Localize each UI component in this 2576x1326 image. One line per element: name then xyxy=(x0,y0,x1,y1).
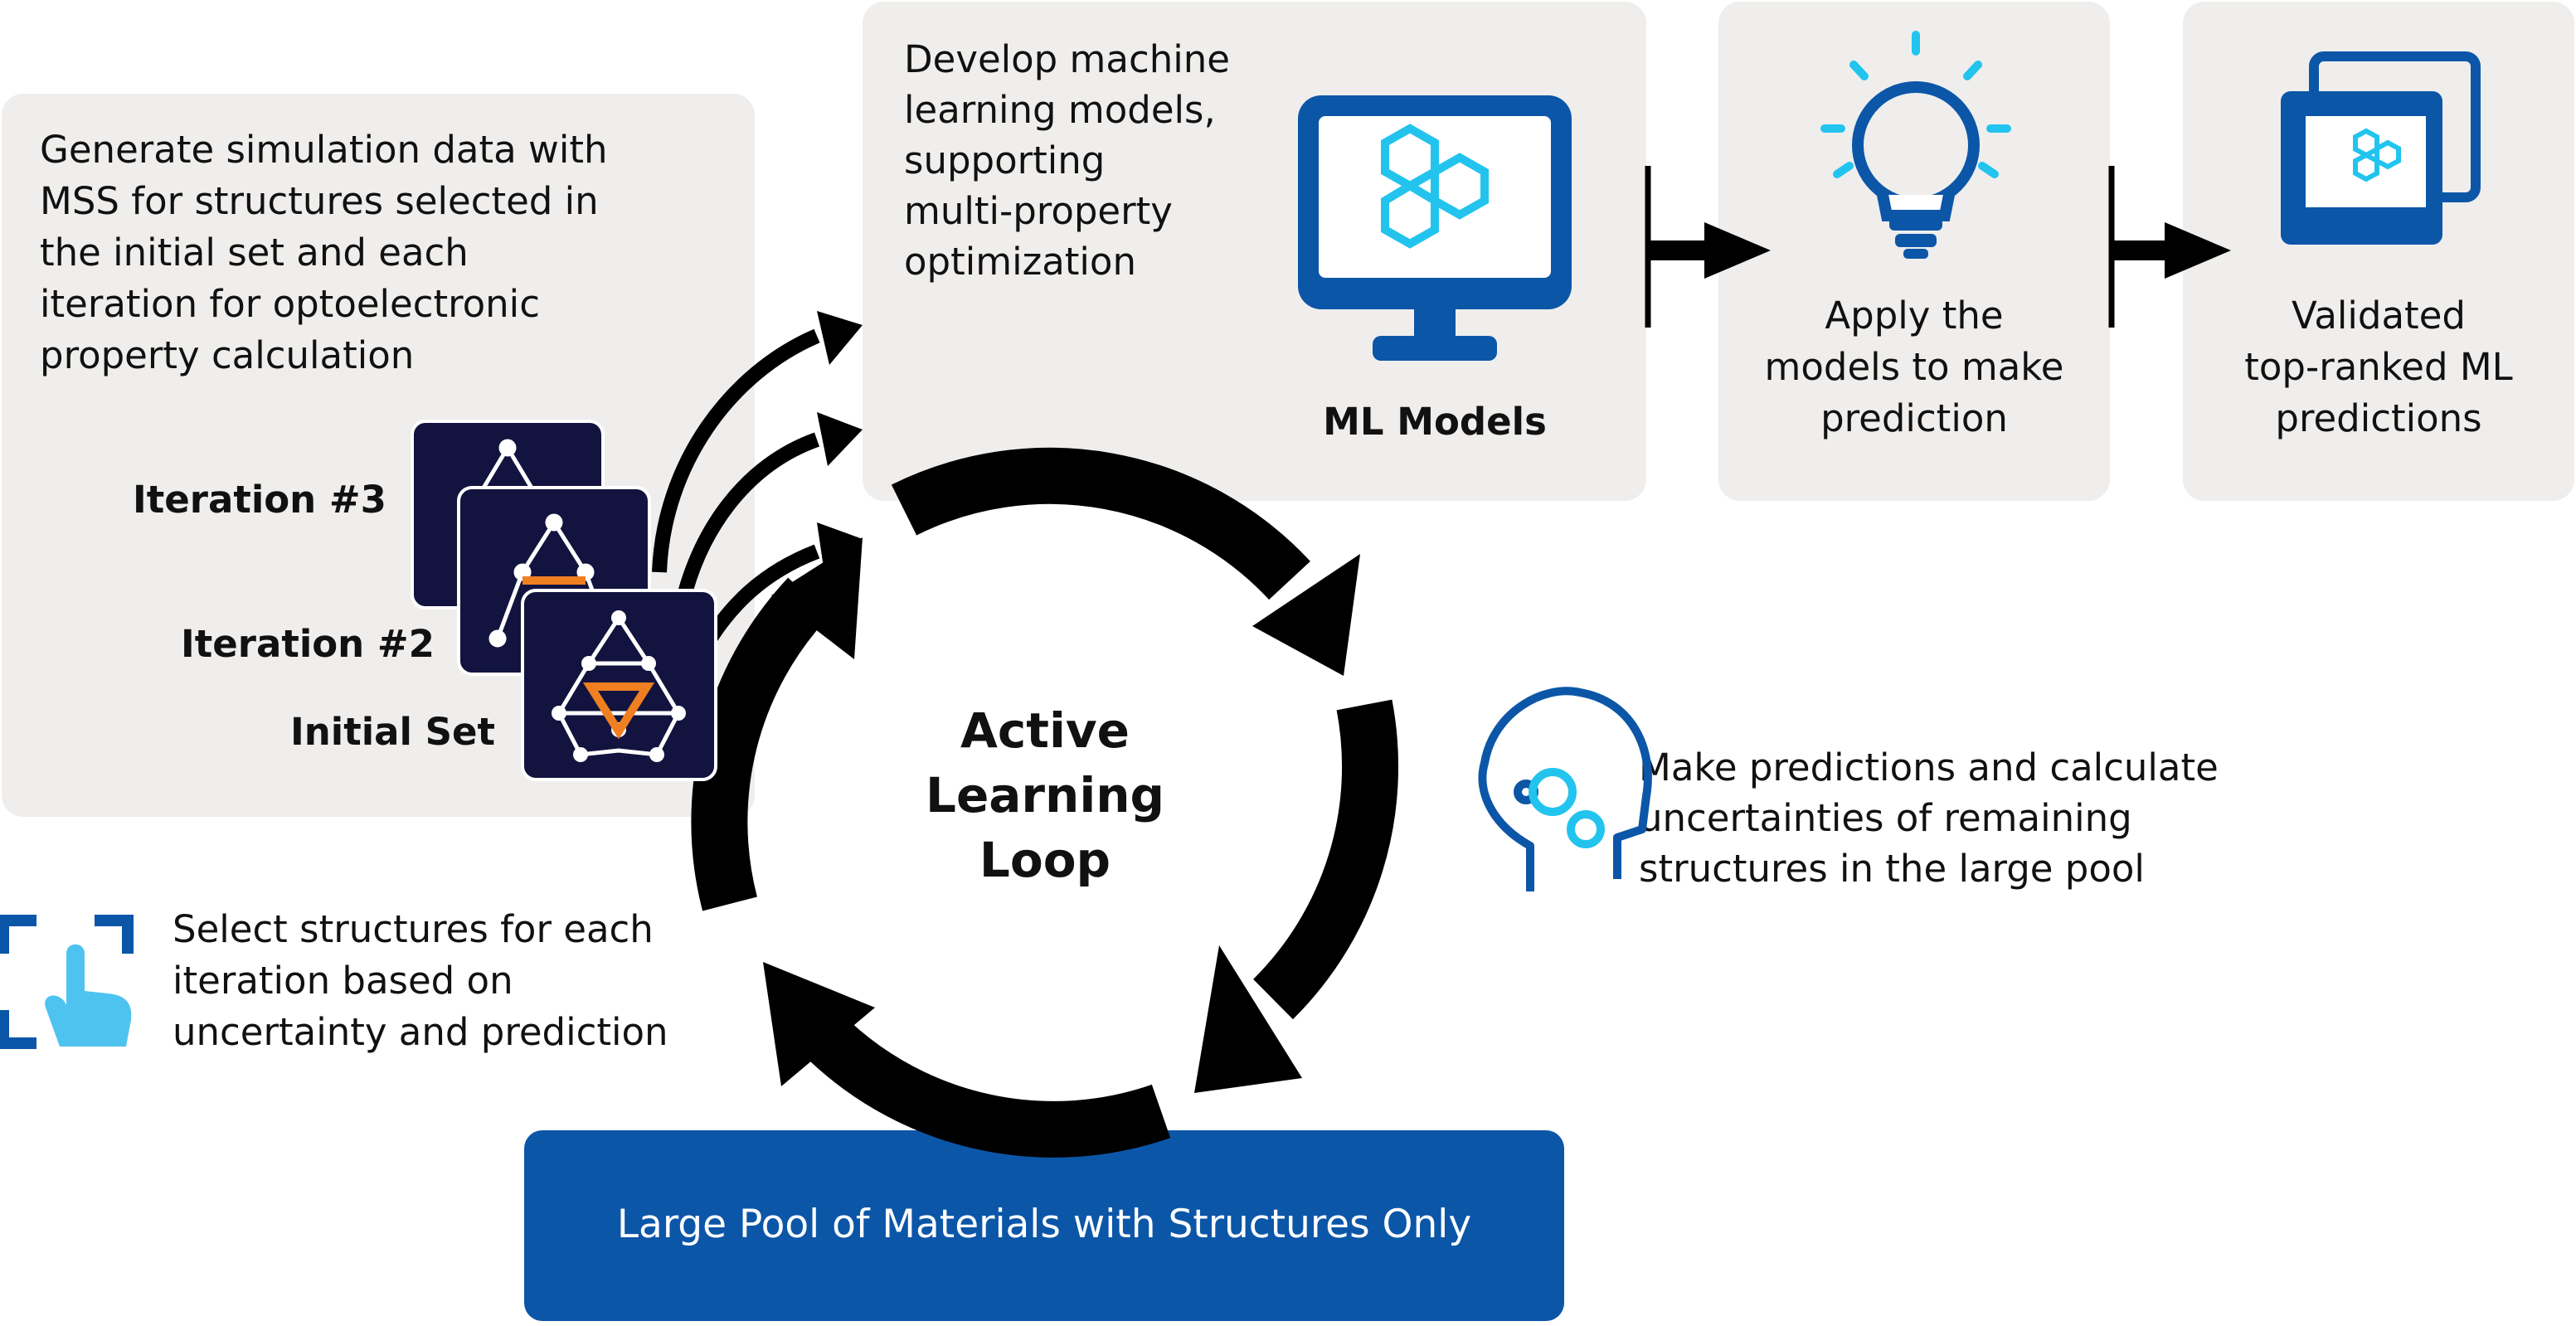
simulation-text: Generate simulation data with MSS for st… xyxy=(40,128,608,377)
predictions-text: Make predictions and calculate uncertain… xyxy=(1639,746,2219,891)
curved-arrow-upper xyxy=(652,328,820,573)
ml-models-label: ML Models xyxy=(1323,400,1547,444)
validated-windows-icon xyxy=(2281,51,2481,245)
iteration-3-label: Iteration #3 xyxy=(133,478,386,522)
hand-select-icon xyxy=(0,915,134,1049)
monitor-hexagon-icon xyxy=(1298,95,1572,361)
loop-arc-top xyxy=(891,447,1310,600)
loop-arc-bottom xyxy=(809,1020,1171,1158)
loop-arc-bottom-head xyxy=(763,962,875,1086)
connector-ml-to-apply-head xyxy=(1704,222,1771,279)
large-pool-label: Large Pool of Materials with Structures … xyxy=(616,1202,1472,1247)
head-gears-icon xyxy=(1478,687,1652,891)
large-pool-box xyxy=(524,1130,1564,1321)
select-structures-text: Select structures for each iteration bas… xyxy=(173,907,668,1054)
loop-title: Active Learning Loop xyxy=(925,702,1165,888)
curved-arrow-middle xyxy=(673,432,820,615)
connector-apply-to-validated-head xyxy=(2165,222,2231,279)
loop-arc-right xyxy=(1252,699,1399,1020)
lightbulb-icon xyxy=(1820,31,2011,259)
initial-set-label: Initial Set xyxy=(290,710,496,754)
develop-models-text: Develop machine learning models, support… xyxy=(904,37,1230,284)
curved-arrow-middle-head xyxy=(817,412,863,466)
loop-arc-left-head xyxy=(771,537,863,659)
validated-panel xyxy=(2183,2,2574,501)
connector-apply-to-validated xyxy=(2108,166,2169,328)
apply-models-text: Apply the models to make prediction xyxy=(1764,294,2064,440)
loop-arc-left xyxy=(691,577,829,911)
validated-text: Validated top-ranked ML predictions xyxy=(2244,294,2513,440)
iteration-2-label: Iteration #2 xyxy=(181,622,435,666)
structure-card-initial-set xyxy=(521,589,717,781)
loop-arc-top-head xyxy=(1252,554,1360,676)
curved-arrow-upper-head xyxy=(817,311,863,365)
loop-arc-right-head xyxy=(1194,945,1302,1093)
